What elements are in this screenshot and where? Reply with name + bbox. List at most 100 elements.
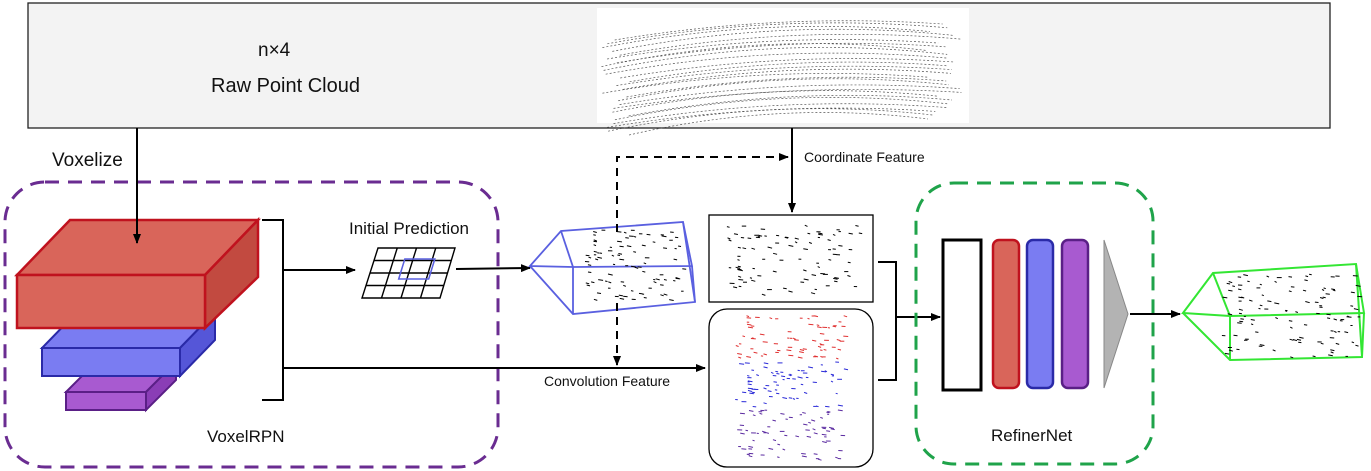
lidar-scanline [619,84,960,105]
convolution-point-blue [756,374,759,377]
refined-point [1302,289,1307,292]
refined-point [1243,274,1249,277]
refined-point [1272,349,1276,352]
convolution-point-red [836,357,839,360]
to-prediction-box-arrow [455,264,531,273]
coordinate-point [817,266,821,269]
lidar-scanline [614,20,943,41]
refined-point [1320,342,1324,345]
prediction-point [646,233,651,236]
prediction-point [619,297,625,300]
convolution-point-blue [781,375,786,378]
prediction-point [663,279,667,281]
prediction-point [673,280,676,282]
prediction-point [669,299,674,301]
refined-point [1355,344,1359,347]
convolution-point-purple [801,453,806,455]
coordinate-point [858,232,863,235]
convolution-point-blue [803,391,808,394]
refined-point [1284,310,1288,312]
prediction-point [663,247,668,249]
convolution-point-purple [822,427,826,430]
coordinate-point [727,237,731,240]
refined-point [1335,342,1340,345]
refined-point [1266,275,1270,278]
prediction-point [586,284,591,287]
convolution-point-blue [807,366,814,369]
convolution-point-purple [830,428,835,431]
convolution-feature-panel [708,308,874,468]
convolution-point-blue [747,389,753,392]
lidar-scanline [612,28,954,52]
prediction-point [604,280,608,282]
refined-point [1355,284,1361,287]
convolution-point-purple [822,441,827,444]
convolution-point-red [843,315,848,318]
convolution-point-blue [843,368,849,371]
convolution-point-red [746,323,752,326]
prediction-point [660,294,664,297]
refined-point [1226,282,1231,285]
convolution-point-blue [773,381,777,383]
voxelrpn-label: VoxelRPN [207,427,284,446]
coordinate-point [761,293,766,296]
coordinate-point [742,247,747,250]
convolution-point-blue [800,383,804,386]
convolution-point-purple [827,411,831,413]
prediction-point [642,270,646,273]
prediction-point [623,295,628,298]
convolution-point-blue [782,397,788,399]
prediction-point [596,292,602,294]
refined-point [1275,317,1279,320]
convolution-point-red [799,349,805,351]
convolution-point-red [802,348,807,350]
refined-point [1289,338,1294,341]
refinernet-label: RefinerNet [991,426,1073,445]
prediction-point [630,290,634,292]
prediction-point [598,279,604,281]
convolution-point-blue [763,362,769,365]
coordinate-point [772,270,777,273]
coordinate-point [788,244,794,247]
convolution-point-purple [777,443,781,446]
red-layer [991,238,1021,390]
convolution-point-blue [837,404,843,407]
convolution-point-purple [820,416,824,419]
coordinate-point [847,261,851,264]
refined-point [1290,356,1294,359]
refined-point [1274,280,1277,283]
initial-3d-box [528,221,696,315]
coordinate-point [838,245,843,247]
convolution-point-red [786,349,792,352]
convolution-point-red [742,335,746,338]
convolution-point-blue [775,370,779,373]
prediction-point [652,241,656,243]
coordinate-point [811,274,817,276]
convolution-point-red [737,353,742,355]
lidar-scanline [618,78,949,102]
prediction-point [619,245,624,248]
coordinate-point [794,241,798,244]
refined-point [1299,336,1304,339]
convolution-point-purple [835,456,839,459]
coordinate-point [788,290,793,293]
raw-cloud-dims: n×4 [258,40,291,61]
convolution-point-purple [759,412,763,415]
convolution-point-blue [749,392,754,395]
convolution-point-purple [746,453,751,456]
convolution-point-purple [811,419,816,422]
convolution-point-purple [801,455,807,458]
convolution-point-red [759,333,765,336]
prediction-point [587,271,592,273]
convolution-point-purple [821,433,827,436]
refined-point [1224,352,1230,355]
convolution-point-purple [826,430,831,432]
coordinate-point [804,224,808,227]
coordinate-point [810,292,816,295]
refined-point [1333,318,1338,321]
convolution-point-blue [763,402,767,405]
refined-point [1305,275,1309,278]
convolution-point-red [738,356,742,359]
prediction-point [643,262,647,265]
convolution-point-red [735,345,739,347]
